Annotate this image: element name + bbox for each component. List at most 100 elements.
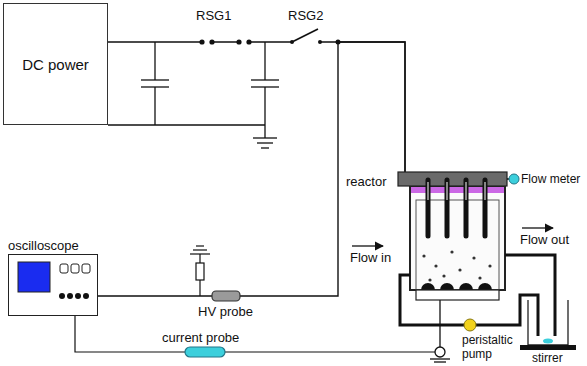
label-holder: RSG2 — [288, 8, 323, 23]
hv-probe-symbol — [193, 249, 207, 250]
reactor-vessel-drawing — [445, 180, 450, 236]
oscilloscope-screen — [83, 293, 89, 299]
reactor-vessel-drawing — [478, 276, 481, 279]
tubing — [400, 275, 538, 336]
beaker-symbol — [520, 300, 576, 350]
spark-gap-symbol — [246, 39, 251, 44]
reactor-vessel-drawing — [458, 268, 461, 271]
oscilloscope-screen — [75, 293, 81, 299]
oscilloscope-screen — [82, 264, 90, 273]
capacitor-symbol — [154, 87, 155, 125]
spark-gap-symbol — [199, 37, 251, 47]
reactor-vessel-drawing — [484, 182, 486, 200]
reactor-vessel-drawing — [410, 186, 505, 290]
junction-dot — [336, 40, 341, 45]
ground-symbol — [253, 137, 277, 138]
pump-symbol — [464, 319, 476, 331]
reactor-vessel-drawing — [464, 180, 469, 236]
label-holder: RSG1 — [196, 8, 231, 23]
pump-label: peristaltic pump — [462, 333, 524, 361]
reactor-vessel-drawing — [428, 278, 431, 281]
ground-symbol — [257, 142, 273, 143]
spark-gap-symbol — [236, 39, 241, 44]
flow-label: Flow out — [520, 232, 569, 247]
node-text: reactor — [343, 173, 386, 190]
reactor-vessel: reactor — [343, 172, 507, 300]
reactor-vessel-drawing — [398, 172, 507, 186]
oscilloscope-screen — [59, 293, 65, 299]
hv-probe-symbol — [212, 291, 240, 301]
capacitor-symbol — [141, 79, 169, 80]
ground-symbol — [261, 147, 269, 148]
spark-gap-symbol — [199, 39, 204, 44]
oscilloscope-unit: oscilloscope — [8, 238, 98, 316]
probe-label: current probe — [162, 330, 239, 345]
junction-dot — [336, 40, 341, 45]
reactor-vessel-drawing — [483, 180, 488, 236]
capacitor-symbol — [264, 87, 265, 125]
label-holder: peristaltic pump — [462, 333, 524, 361]
capacitor-symbol — [108, 124, 265, 125]
oscilloscope-case — [8, 254, 98, 316]
oscilloscope-screen — [67, 293, 73, 299]
ground-symbol — [253, 125, 277, 148]
beaker-symbol — [528, 300, 568, 345]
reactor-vessel-drawing — [446, 182, 448, 200]
reactor-vessel-drawing — [411, 187, 504, 193]
tubing — [400, 255, 555, 336]
switch-symbol — [293, 30, 319, 48]
power-supply-box: DC power — [3, 3, 108, 125]
flow-meter-symbol — [509, 174, 519, 184]
reactor-vessel-drawing — [426, 180, 431, 236]
wire-connector — [108, 42, 405, 172]
reactor-vessel-drawing — [478, 283, 492, 290]
reactor-vessel-drawing — [416, 290, 499, 300]
hv-probe-symbol — [196, 245, 204, 246]
reactor-vessel-drawing — [488, 264, 491, 267]
reactor-vessel-drawing — [472, 256, 475, 259]
hv-probe-symbol — [190, 246, 240, 301]
label-holder: Flow in — [350, 250, 391, 265]
oscilloscope-screen — [18, 262, 90, 299]
ground-symbol — [430, 358, 450, 359]
oscilloscope-screen — [60, 264, 68, 273]
hv-probe-symbol — [199, 280, 200, 296]
device-label: Flow meter — [521, 172, 580, 186]
label-holder: HV probe — [198, 304, 253, 319]
reactor-vessel-drawing — [434, 264, 437, 267]
flow-label: Flow in — [350, 250, 391, 265]
reactor-vessel-drawing — [422, 254, 425, 257]
node-text: DC power — [22, 56, 89, 73]
ground-symbol — [435, 347, 445, 357]
switch-symbol — [292, 29, 318, 42]
label-holder: Flow out — [520, 232, 569, 247]
capacitor-symbol — [108, 42, 279, 125]
probe-label: HV probe — [198, 304, 253, 319]
flow-arrow — [352, 245, 383, 246]
tubing — [505, 255, 555, 336]
spark-gap-symbol — [209, 39, 214, 44]
hv-probe-symbol — [199, 254, 200, 263]
switch-label: RSG2 — [288, 8, 323, 23]
reactor-vessel-drawing — [459, 283, 473, 290]
label-holder: Flow meter — [521, 172, 580, 186]
flow-meter-symbol — [507, 174, 519, 184]
ground-symbol — [264, 125, 265, 138]
spark-gap-symbol — [204, 37, 210, 47]
reactor-vessel-drawing — [450, 250, 453, 253]
oscilloscope-screen — [71, 264, 79, 273]
capacitor-symbol — [264, 42, 265, 80]
flow-arrow — [522, 227, 553, 228]
hv-probe-symbol — [196, 263, 204, 280]
reactor-vessel-drawing — [427, 182, 429, 200]
capacitor-symbol — [251, 79, 279, 80]
hv-probe-symbol — [190, 253, 210, 254]
label-holder: stirrer — [532, 351, 563, 365]
ground-symbol — [434, 361, 446, 362]
pump-symbol — [464, 319, 476, 331]
label-holder: current probe — [162, 330, 239, 345]
node-text: oscilloscope — [8, 238, 98, 254]
beaker-symbol — [543, 339, 553, 344]
